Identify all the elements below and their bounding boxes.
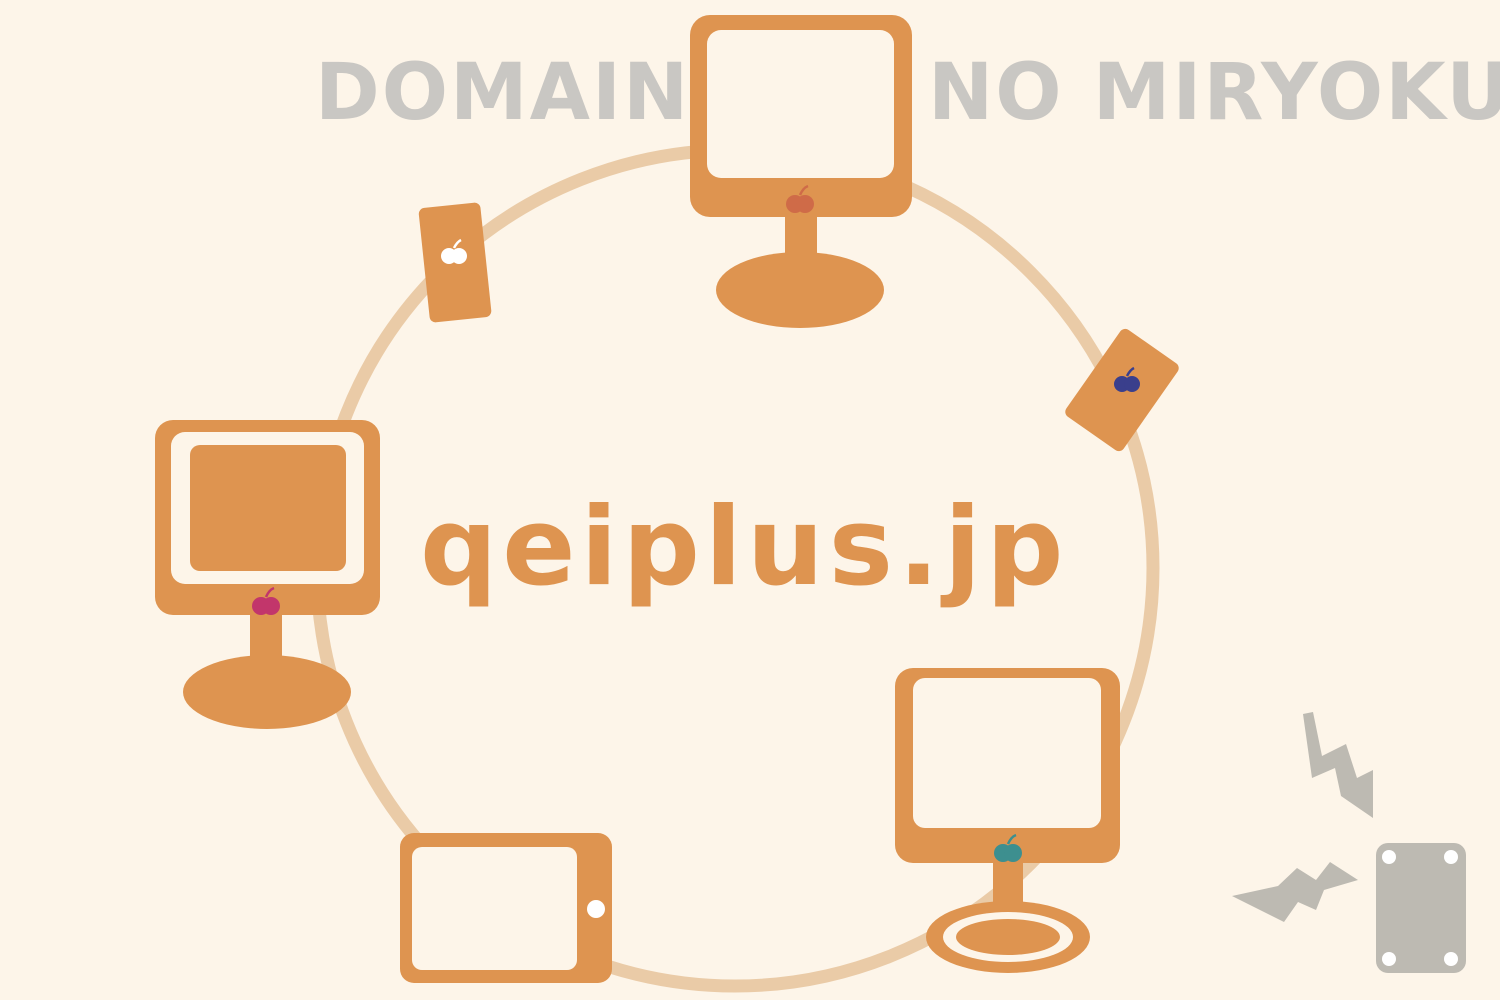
lightning-bolt-icon <box>1232 862 1358 922</box>
tablet-icon <box>400 833 612 983</box>
title-domain: DOMAIN <box>315 48 691 138</box>
title-no-miryoku: NO MIRYOKU <box>928 48 1500 138</box>
desktop-monitor-icon <box>690 15 912 328</box>
lightning-bolt-icon <box>1303 712 1373 818</box>
desktop-monitor-icon <box>895 668 1120 973</box>
desktop-monitor-icon <box>155 420 380 729</box>
domain-name: qeiplus.jp <box>420 485 1069 610</box>
apple-logo-icon <box>786 184 814 213</box>
apple-logo-icon <box>994 833 1022 862</box>
apple-logo-icon <box>252 586 280 615</box>
broken-phone-icon <box>1376 843 1466 973</box>
apple-logo-icon <box>441 238 467 264</box>
apple-logo-icon <box>1114 366 1140 392</box>
